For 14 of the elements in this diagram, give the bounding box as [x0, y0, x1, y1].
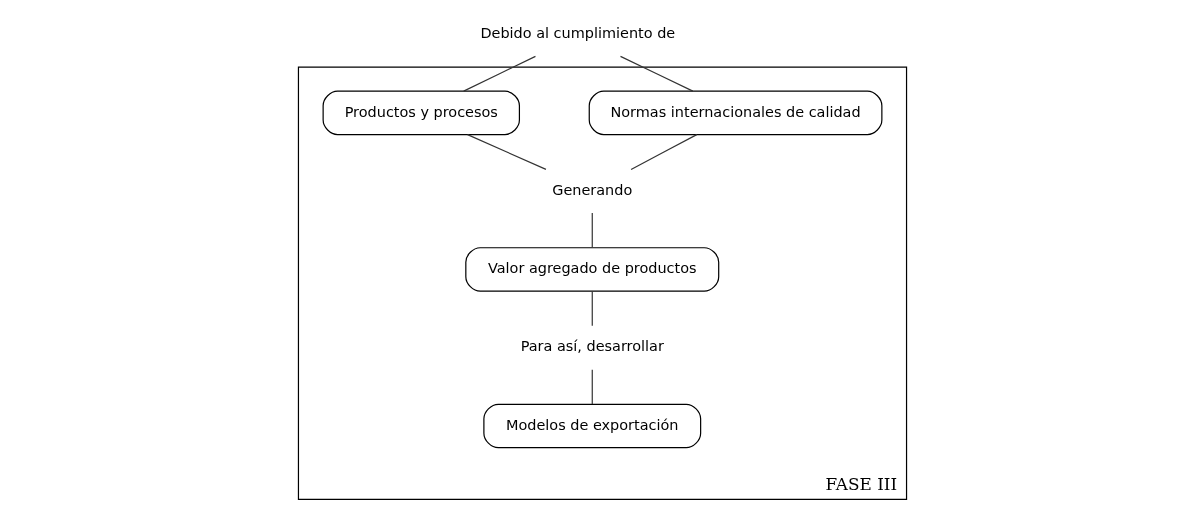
connector	[591, 369, 593, 405]
node-text: Debido al cumplimiento de	[479, 25, 675, 42]
node-box: Modelos de exportación	[482, 403, 701, 449]
connector	[462, 55, 536, 92]
connector	[591, 212, 593, 249]
node-text: Para así, desarrollar	[520, 338, 664, 355]
node-box: Productos y procesos	[322, 90, 520, 136]
connector	[591, 290, 593, 327]
node-box: Valor agregado de productos	[464, 247, 719, 292]
node-text: Generando	[551, 181, 632, 198]
connector	[466, 134, 547, 170]
connector	[619, 55, 693, 92]
node-box: Normas internacionales de calidad	[588, 90, 882, 136]
connector	[629, 134, 697, 170]
